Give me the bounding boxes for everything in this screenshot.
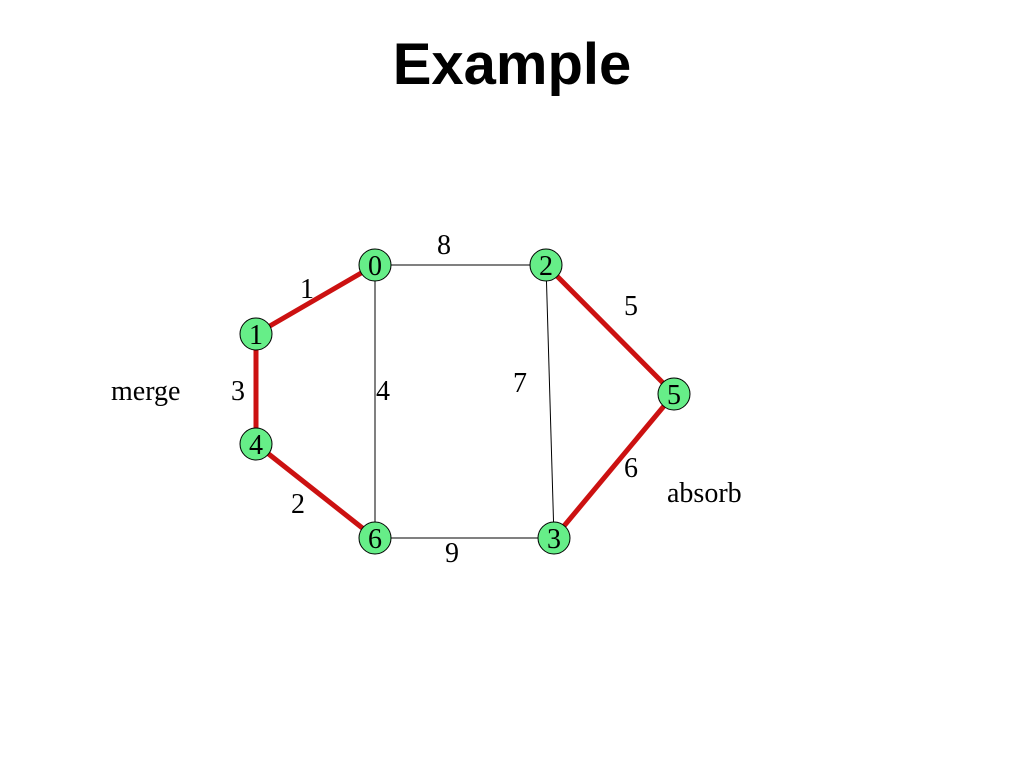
node-1: 1 (239, 317, 273, 351)
node-0: 0 (358, 248, 392, 282)
node-label-3: 3 (547, 524, 561, 555)
node-circle-4 (239, 427, 273, 461)
edge-5-3 (551, 391, 677, 541)
absorb-annotation: absorb (667, 478, 742, 509)
edge-weight-2-5: 5 (624, 291, 638, 322)
edge-weight-6-3: 9 (445, 538, 459, 569)
merge-annotation: merge (111, 376, 180, 407)
nodes-layer: 0 1 2 3 4 5 6 (239, 248, 691, 555)
edge-weight-2-3: 7 (513, 368, 527, 399)
edge-2-5 (543, 262, 677, 397)
node-circle-1 (239, 317, 273, 351)
edge-weight-1-4: 3 (231, 376, 245, 407)
edge-weight-4-6: 2 (291, 489, 305, 520)
node-circle-5 (657, 377, 691, 411)
node-circle-6 (358, 521, 392, 555)
edge-2-3 (545, 264, 555, 539)
node-6: 6 (358, 521, 392, 555)
edge-weight-0-6: 4 (376, 376, 390, 407)
node-4: 4 (239, 427, 273, 461)
node-label-6: 6 (368, 524, 382, 555)
slide-title: Example (392, 32, 632, 97)
node-label-0: 0 (368, 251, 382, 282)
edge-weight-0-1: 1 (300, 274, 314, 305)
edge-weight-5-3: 6 (624, 453, 638, 484)
node-5: 5 (657, 377, 691, 411)
node-circle-2 (529, 248, 563, 282)
edge-0-1 (253, 262, 378, 337)
node-label-4: 4 (249, 430, 263, 461)
edge-weight-0-2: 8 (437, 230, 451, 261)
node-label-5: 5 (667, 380, 681, 411)
node-2: 2 (529, 248, 563, 282)
node-3: 3 (537, 521, 571, 555)
node-label-1: 1 (249, 320, 263, 351)
edge-4-6 (253, 441, 378, 541)
edges-layer (253, 262, 677, 541)
node-circle-0 (358, 248, 392, 282)
node-circle-3 (537, 521, 571, 555)
node-label-2: 2 (539, 251, 553, 282)
